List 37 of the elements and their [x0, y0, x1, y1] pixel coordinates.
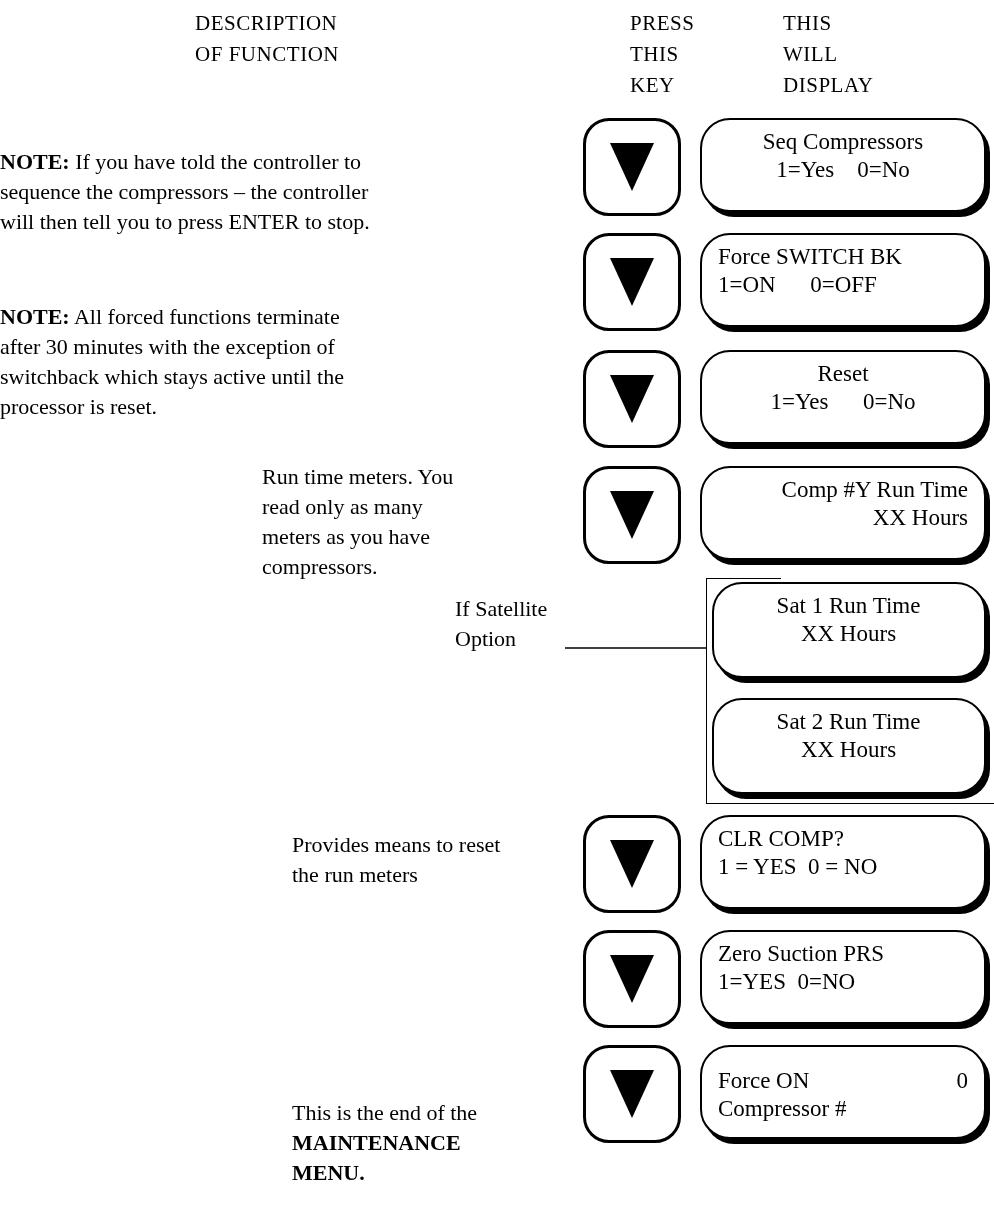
display-text: 1=YES 0=NO — [718, 969, 856, 994]
display-text: 1=Yes 0=No — [776, 157, 910, 182]
description-text: Run time meters. You read only as many meters as you have compressors. — [262, 463, 455, 581]
display-text: Force ON — [718, 1067, 810, 1095]
option-note: If Satellite Option — [455, 595, 549, 653]
key-button — [583, 233, 681, 331]
display-text: Sat 2 Run Time — [776, 709, 921, 734]
bracket — [706, 578, 994, 804]
key-button — [583, 466, 681, 564]
display-text: Zero Suction PRS — [718, 941, 885, 966]
display-text: Comp #Y Run Time — [781, 477, 968, 502]
display-text: Compressor # — [718, 1096, 847, 1121]
leader-line — [564, 647, 707, 649]
display-text: Seq Compressors — [762, 129, 924, 154]
column-heading: THIS WILL DISPLAY — [783, 10, 875, 99]
display-text: 1 = YES 0 = NO — [718, 854, 878, 879]
key-button — [583, 118, 681, 216]
display-text: Sat 1 Run Time — [776, 593, 921, 618]
display-text: CLR COMP? — [718, 826, 844, 851]
description-text: NOTE: If you have told the controller to sequence the compressors – the controller will then tell you to press ENTER to stop. — [0, 148, 371, 236]
description-text: Provides means to reset the run meters — [292, 831, 502, 889]
key-button — [583, 1045, 681, 1143]
display-text: 0 — [956, 1067, 968, 1095]
description-text: This is the end of the MAINTENANCE MENU. — [292, 1099, 479, 1187]
description-text: NOTE: All forced functions terminate after 30 minutes with the exception of switchback which stays active until the processor is reset. — [0, 303, 345, 421]
display-text: Force SWITCH BK — [718, 244, 902, 269]
key-button — [583, 815, 681, 913]
display-text: 1=Yes 0=No — [770, 389, 916, 414]
key-button — [583, 930, 681, 1028]
display-text: Reset — [817, 361, 869, 386]
column-heading: DESCRIPTION OF FUNCTION — [195, 10, 341, 68]
column-heading: PRESS THIS KEY — [630, 10, 696, 99]
display-text: XX Hours — [872, 505, 968, 530]
display-text: XX Hours — [800, 621, 897, 646]
key-button — [583, 350, 681, 448]
display-text: XX Hours — [800, 737, 897, 762]
display-text: 1=ON 0=OFF — [718, 272, 877, 297]
